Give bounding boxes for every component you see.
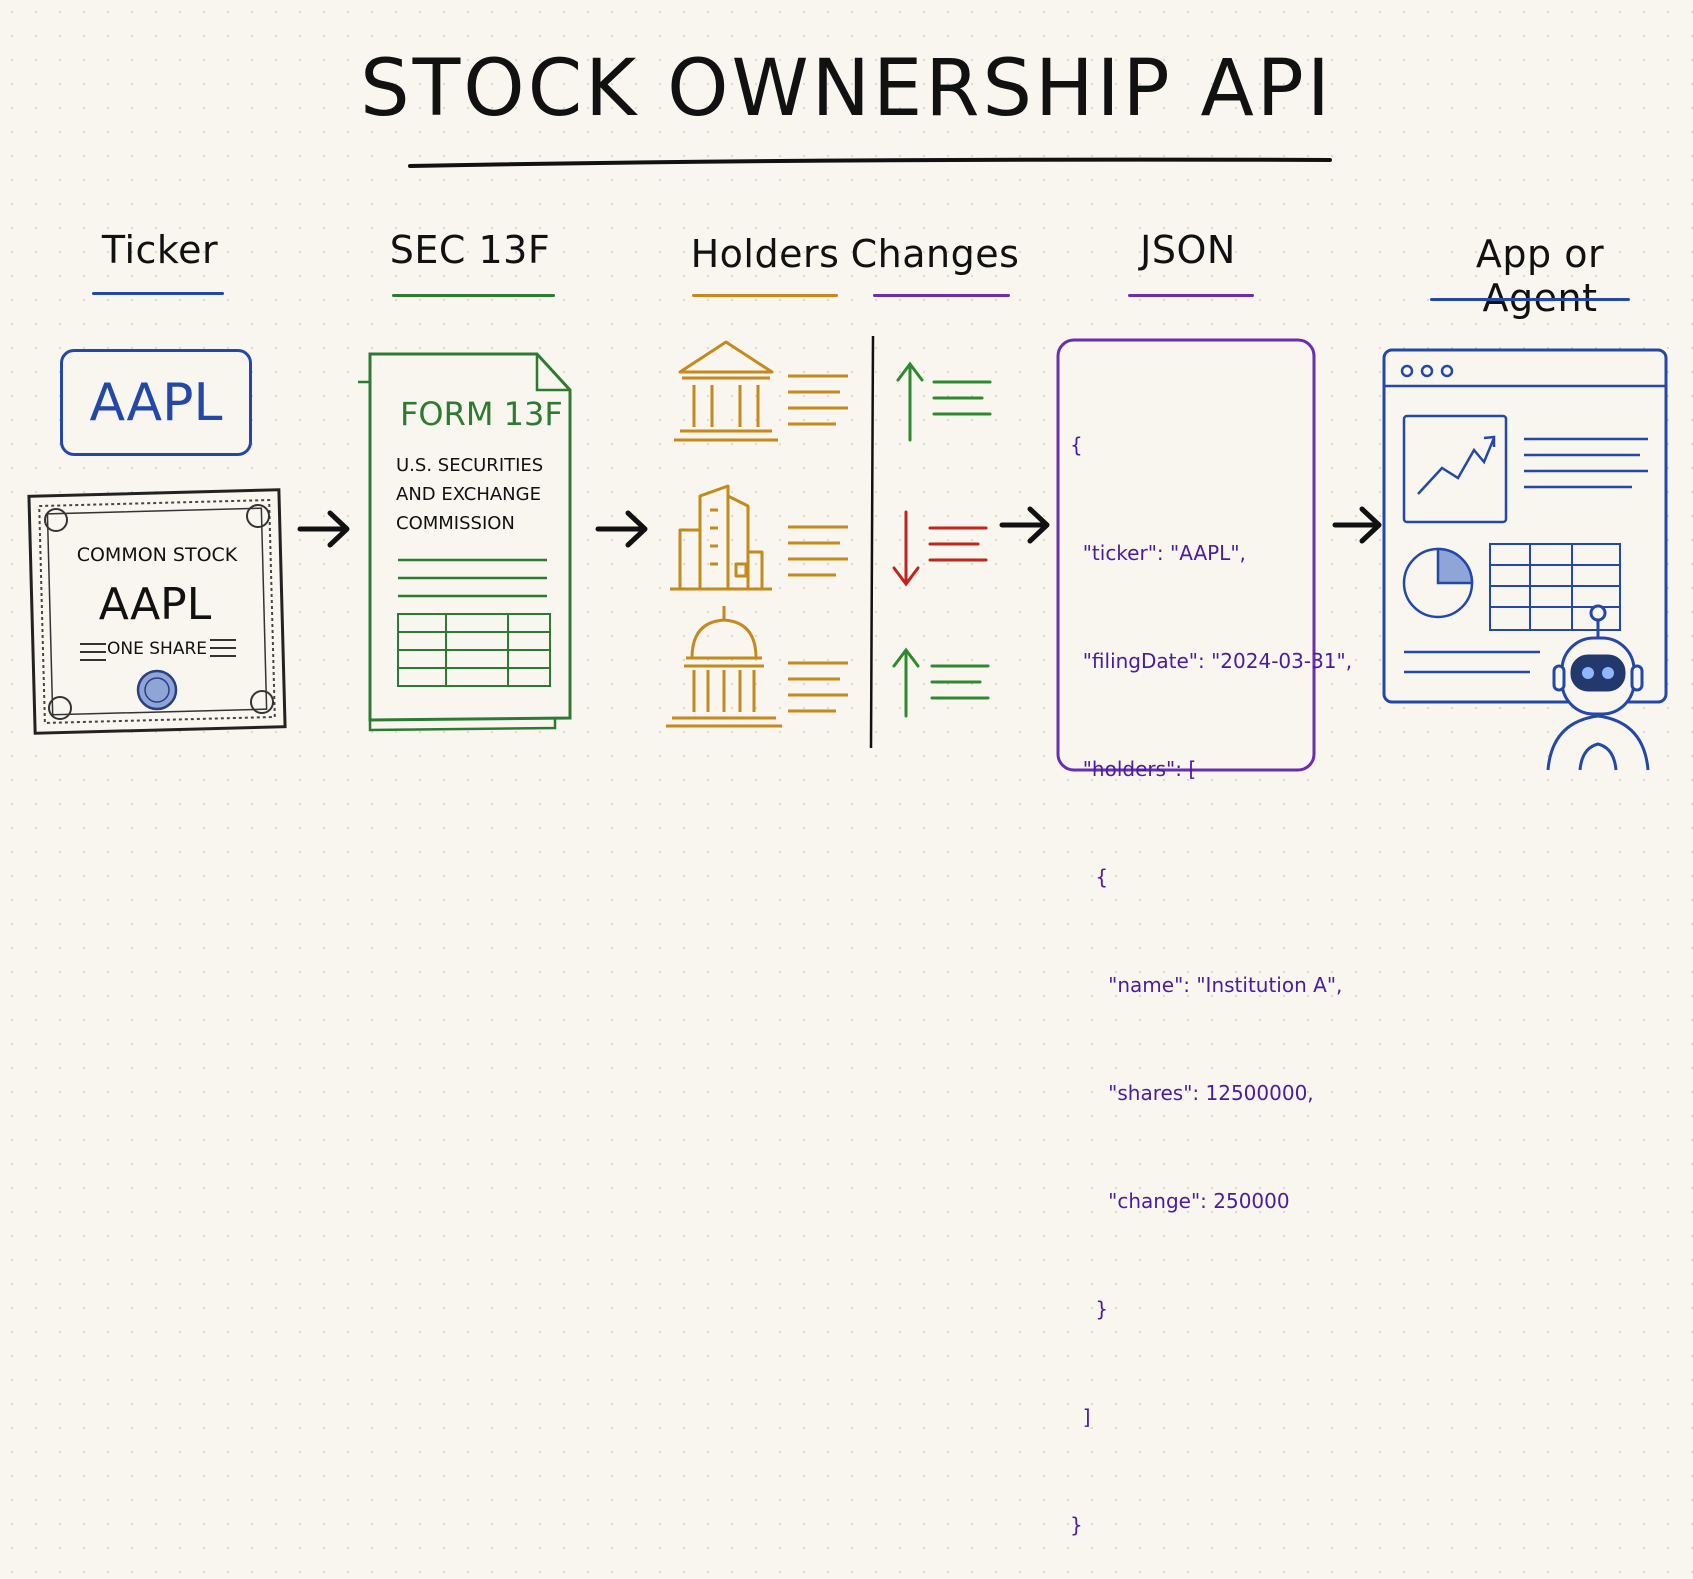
form-table — [397, 613, 551, 687]
json-line: { — [1070, 433, 1083, 457]
header-sec-13f: SEC 13F — [389, 228, 551, 272]
bank-icon — [674, 340, 778, 442]
json-panel — [1056, 338, 1316, 772]
page-title: STOCK OWNERSHIP API — [360, 44, 1333, 134]
header-app-underline — [1430, 298, 1630, 301]
json-line: ] — [1070, 1405, 1091, 1429]
data-table-icon — [1489, 543, 1621, 631]
json-line: "name": "Institution A", — [1070, 973, 1343, 997]
json-line: "ticker": "AAPL", — [1070, 541, 1246, 565]
robot-icon — [1546, 604, 1650, 771]
form-line2: AND EXCHANGE — [396, 484, 541, 505]
json-line: "change": 250000 — [1070, 1189, 1290, 1213]
header-holders-underline — [692, 294, 838, 297]
arrow-right-icon — [999, 506, 1050, 544]
header-holders: Holders — [690, 232, 840, 276]
window-dot-icon — [1420, 364, 1434, 378]
header-ticker: Ticker — [101, 228, 219, 272]
form-title: FORM 13F — [400, 395, 563, 433]
certificate-line3: ONE SHARE — [107, 639, 207, 659]
form-line3: COMMISSION — [396, 513, 515, 534]
json-line: } — [1070, 1513, 1083, 1537]
ticker-box: AAPL — [60, 349, 252, 456]
json-line: { — [1070, 865, 1109, 889]
stock-certificate — [27, 488, 287, 735]
header-changes: Changes — [850, 232, 1020, 276]
window-dot-icon — [1440, 364, 1454, 378]
arrow-down-icon — [892, 510, 988, 587]
arrow-up-icon — [896, 361, 992, 442]
json-line: "shares": 12500000, — [1070, 1081, 1314, 1105]
holder-lines — [788, 374, 848, 713]
form-13f-document — [358, 352, 572, 732]
arrow-right-icon — [1332, 506, 1382, 544]
certificate-line1: COMMON STOCK — [77, 544, 238, 566]
header-changes-underline — [873, 294, 1010, 297]
header-ticker-underline — [92, 292, 224, 295]
arrow-up-icon — [892, 647, 990, 718]
certificate-seal-icon — [136, 669, 178, 711]
diagram-drawings: COMMON STOCK AAPL ONE SHARE — [27, 335, 1668, 772]
json-line: } — [1070, 1297, 1109, 1321]
divider — [869, 335, 875, 749]
window-dot-icon — [1400, 364, 1414, 378]
json-code: { "ticker": "AAPL", "filingDate": "2024-… — [1070, 355, 1352, 1579]
header-json: JSON — [1140, 228, 1236, 272]
form-line1: U.S. SECURITIES — [396, 455, 543, 476]
arrow-right-icon — [595, 510, 648, 548]
line-chart-icon — [1402, 414, 1508, 524]
arrow-right-icon — [297, 510, 350, 548]
header-json-underline — [1128, 294, 1254, 297]
header-sec-underline — [392, 294, 555, 297]
json-line: "holders": [ — [1070, 757, 1197, 781]
pie-chart-icon — [1402, 547, 1474, 619]
capitol-dome-icon — [666, 606, 782, 728]
certificate-symbol: AAPL — [99, 579, 212, 630]
json-line: "filingDate": "2024-03-31", — [1070, 649, 1353, 673]
office-building-icon — [670, 484, 772, 591]
